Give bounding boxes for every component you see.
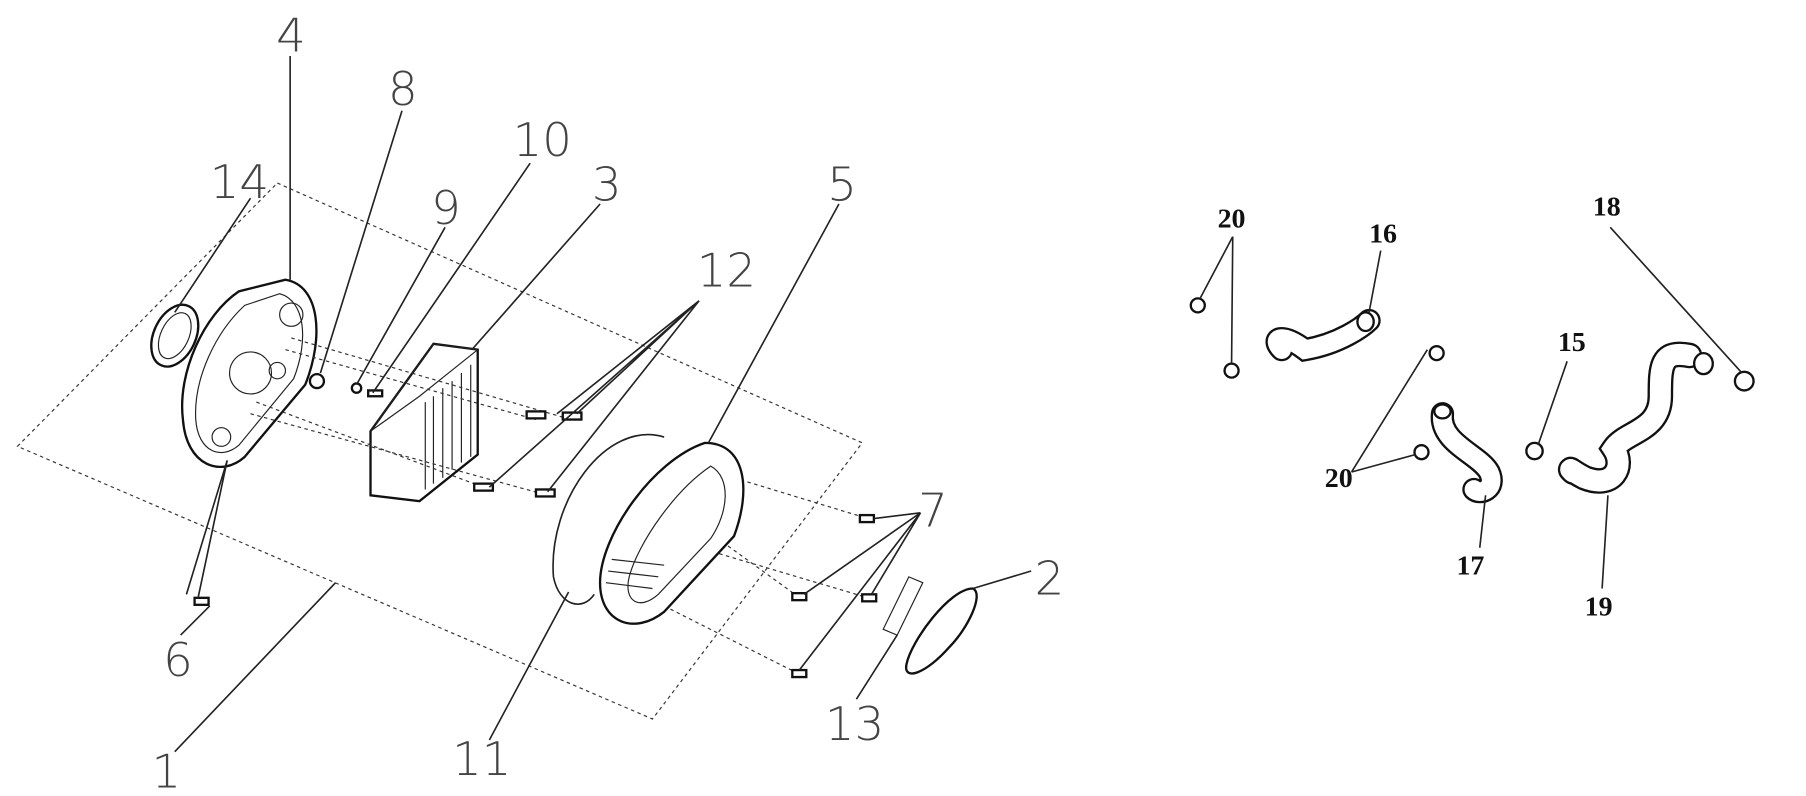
assembly-outline [16, 182, 864, 720]
callout-13: 13 [825, 697, 884, 751]
callout-17: 17 [1456, 551, 1484, 582]
clamp-part-15 [1525, 441, 1544, 461]
filter-part-2 [905, 587, 978, 675]
callout-1: 1 [151, 745, 181, 796]
washer-part-9 [350, 382, 363, 394]
seal-part-11 [552, 434, 665, 605]
callout-15: 15 [1558, 327, 1586, 358]
callout-11: 11 [452, 732, 511, 786]
clamp-part-20 [1223, 362, 1240, 379]
radiator-part-3 [369, 342, 480, 503]
screw-part-10 [367, 389, 384, 398]
clamp-part-20 [1189, 297, 1206, 314]
callout-19: 19 [1585, 591, 1613, 622]
callout-16: 16 [1369, 218, 1397, 249]
gasket-part-14 [150, 303, 200, 368]
hose-part-16 [1265, 308, 1381, 362]
callout-8: 8 [388, 62, 418, 116]
callout-10: 10 [513, 113, 572, 167]
screws-part-7 [791, 513, 878, 679]
clamp-part-18 [1733, 370, 1755, 392]
callout-2: 2 [1035, 551, 1065, 605]
hose-part-17 [1430, 402, 1503, 504]
screw-part-6 [193, 596, 210, 606]
callout-5: 5 [827, 158, 857, 212]
grommet-part-8 [308, 372, 326, 390]
clamps [1189, 297, 1755, 461]
clamp-part-20 [1428, 344, 1445, 362]
callout-14: 14 [210, 155, 269, 209]
callout-3: 3 [592, 158, 622, 212]
label-part-13 [882, 576, 924, 636]
hose-part-19 [1557, 341, 1714, 494]
callout-7: 7 [918, 484, 948, 538]
callout-20-top: 20 [1218, 203, 1246, 234]
callout-9: 9 [431, 181, 461, 235]
clamp-part-20 [1413, 444, 1430, 461]
callout-4: 4 [276, 8, 306, 62]
cover-part-5 [598, 441, 745, 625]
back-plate-part-4 [180, 278, 318, 468]
callout-20-bottom: 20 [1325, 463, 1353, 494]
callout-18: 18 [1593, 192, 1621, 223]
callout-12: 12 [697, 244, 756, 298]
callout-6: 6 [163, 633, 193, 687]
